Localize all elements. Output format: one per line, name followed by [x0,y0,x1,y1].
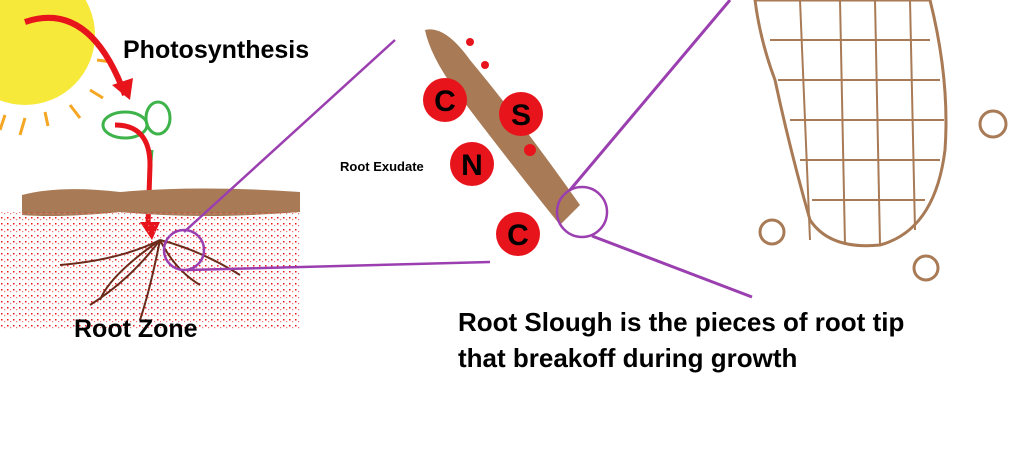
molecules: C S N C [423,78,543,256]
root-closeup [425,29,580,225]
roots [59,239,241,321]
photosynthesis-label: Photosynthesis [123,36,310,64]
root-slough-caption: Root Slough is the pieces of root tip th… [458,304,904,376]
root-cells [753,0,1008,282]
root-exudate-label: Root Exudate [340,159,424,174]
caption-line-2: that breakoff during growth [458,343,798,373]
root-zone-soil [0,212,300,330]
root-zone-label: Root Zone [74,315,198,343]
molecule-s: S [511,99,531,132]
zoom-circle-large [555,185,609,239]
zoom-circle-small [162,228,206,272]
soil-surface [22,188,300,216]
molecule-n: N [461,149,483,182]
sun-icon [0,0,113,136]
molecule-c1: C [434,85,456,118]
sunlight-arrow [24,15,128,97]
molecule-c2: C [507,219,529,252]
caption-line-1: Root Slough is the pieces of root tip [458,307,905,337]
